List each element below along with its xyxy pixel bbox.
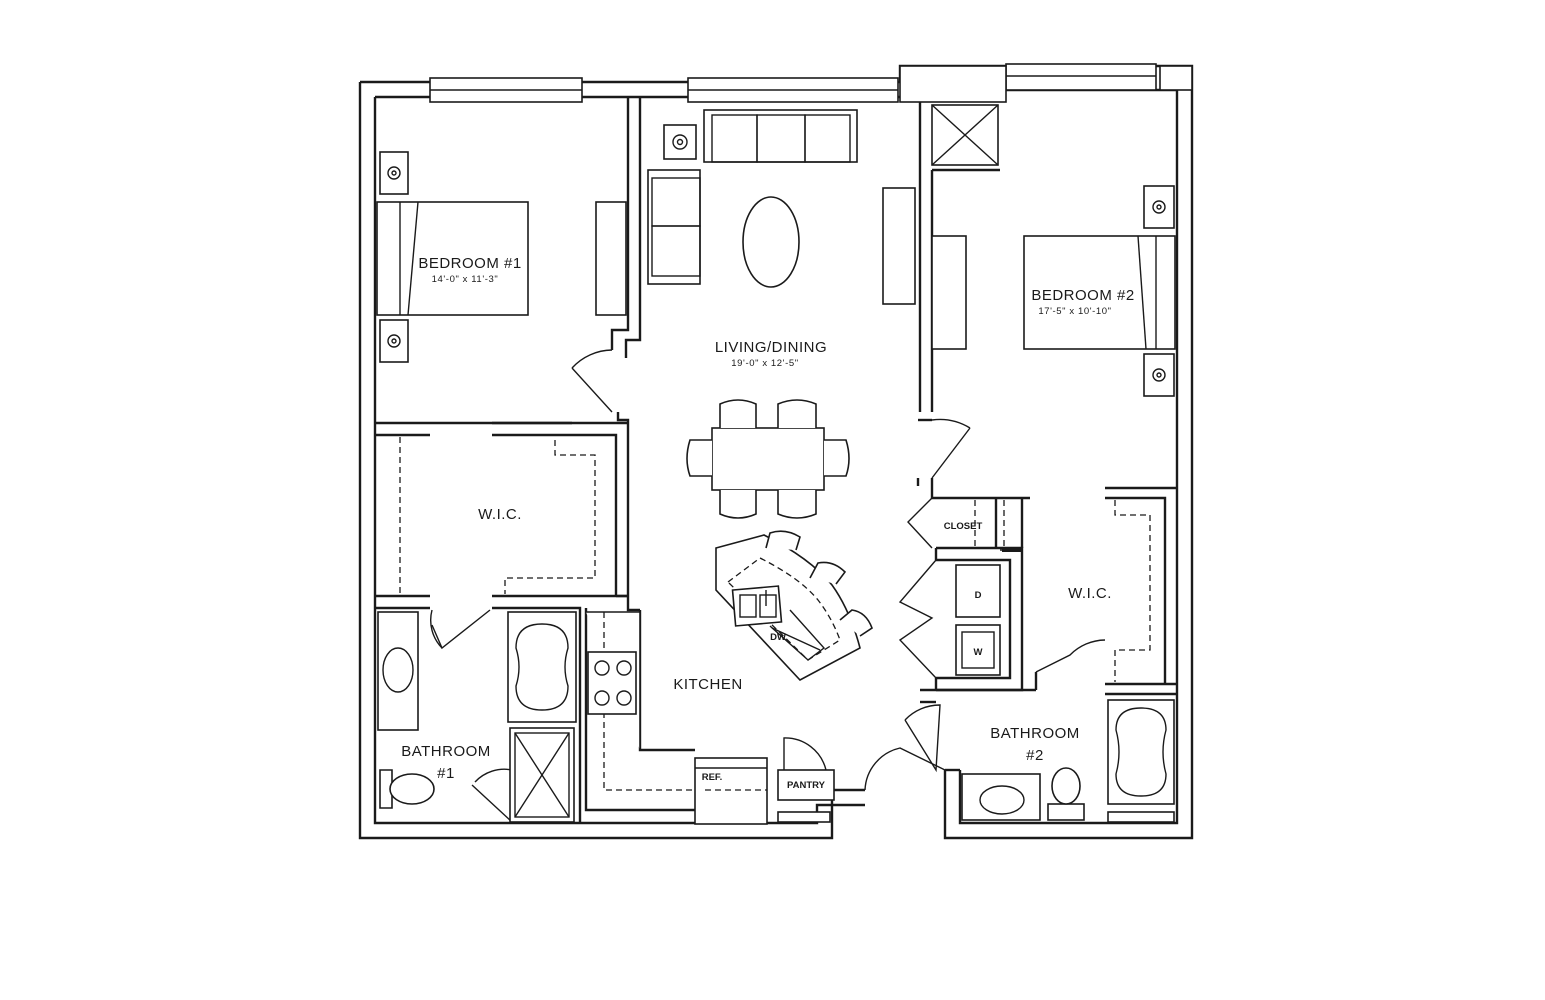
media-console [882,187,916,305]
washer-label: W [974,647,983,658]
dining-chairs [686,399,850,519]
doors [429,349,1106,823]
pantry-name: PANTRY [787,780,826,791]
bathroom2-fixtures [961,699,1175,823]
bedroom2-name: BEDROOM #2 [1031,287,1134,304]
nightstand [379,151,409,195]
wic2-name: W.I.C. [1068,585,1112,602]
dryer [955,564,1001,618]
coffee-table [742,196,800,288]
dishwasher-label: DW [770,632,786,643]
dryer-label: D [975,590,982,601]
loveseat [647,169,701,285]
kitchen-fixtures [586,530,873,825]
toilet-tank-2 [1047,803,1085,821]
bedroom1-dims: 14'-0" x 11'-3" [432,274,499,285]
bathroom1-fixtures [377,611,577,823]
toilet [389,773,435,805]
bathtub-2 [1107,699,1175,805]
bathroom2-number: #2 [1026,747,1044,764]
pantry-box [777,769,835,801]
living-dims: 19'-0" x 12'-5" [731,358,798,369]
vanity-2 [961,773,1041,821]
laundry [955,548,1022,676]
dining-table [711,427,825,491]
bedroom2-furniture [931,104,1176,397]
refrigerator [694,757,768,825]
bed-2 [1023,235,1176,350]
dresser-2 [931,235,967,350]
nightstand [1143,353,1175,397]
wic1-name: W.I.C. [478,506,522,523]
bathroom1-name: BATHROOM [401,743,491,760]
washer [955,624,1001,676]
closet-name: CLOSET [944,521,983,532]
closet-rods [399,437,1151,682]
sofa [703,109,858,163]
sink [731,585,783,627]
kitchen-name: KITCHEN [673,676,742,693]
bathtub [507,611,577,723]
toilet-2 [1051,767,1081,805]
nightstand [1143,185,1175,229]
nightstand [379,319,409,363]
living-name: LIVING/DINING [715,339,827,356]
living-furniture [647,109,916,519]
dresser-1 [595,201,627,316]
bedroom1-furniture [376,151,627,363]
range [587,651,637,715]
bedroom1-name: BEDROOM #1 [418,255,521,272]
bed-1 [376,201,529,316]
room-labels: BEDROOM #1 14'-0" x 11'-3" BEDROOM #2 17… [401,255,1134,791]
vanity [377,611,419,731]
toilet-tank [379,769,393,809]
windows [429,63,1193,103]
refrigerator-label: REF. [702,772,723,783]
bathroom1-number: #1 [437,765,455,782]
bathroom2-name: BATHROOM [990,725,1080,742]
side-table [663,124,697,160]
bedroom2-dims: 17'-5" x 10'-10" [1038,306,1111,317]
